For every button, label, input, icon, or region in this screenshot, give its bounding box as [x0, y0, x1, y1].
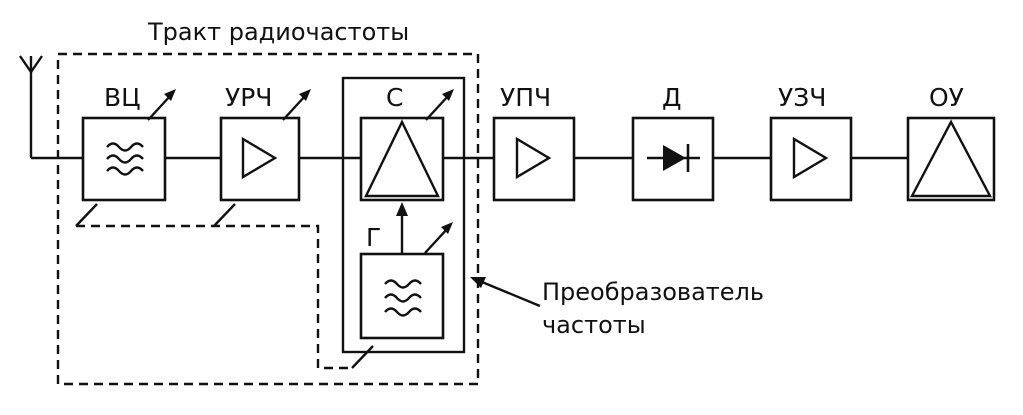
oscillator-wave-icon	[384, 279, 422, 317]
amplifier-icon	[515, 136, 552, 180]
converter-boundary	[341, 76, 466, 354]
converter-label: Преобразователь частоты	[542, 278, 772, 339]
block-urch: УРЧ	[219, 83, 311, 202]
converter-label-line1: Преобразователь	[542, 278, 764, 306]
block-urch-label: УРЧ	[225, 83, 272, 112]
block-output-label: ОУ	[929, 83, 964, 112]
tuning-arrow-icon	[147, 89, 176, 121]
tuning-arrow-icon	[425, 89, 454, 121]
block-mixer-label: С	[386, 83, 403, 112]
tuning-arrow-icon	[424, 222, 453, 254]
filter-icon	[106, 142, 144, 176]
block-uzch: УЗЧ	[769, 83, 853, 202]
block-oscillator-label: Г	[366, 223, 381, 252]
tuning-arrow-icon	[282, 89, 311, 121]
amplifier-icon	[792, 136, 829, 180]
output-device-icon	[910, 119, 992, 198]
amplifier-icon	[241, 136, 278, 180]
block-oscillator: Г	[359, 222, 453, 340]
block-output: ОУ	[906, 83, 996, 202]
block-mixer: С	[359, 83, 454, 202]
antenna-icon	[19, 55, 43, 158]
tuning-ticks	[75, 203, 374, 369]
converter-callout-arrow	[470, 277, 541, 308]
diode-icon	[647, 144, 700, 172]
rf-path-title: Тракт радиочастоты	[147, 18, 409, 46]
block-detector: Д	[631, 83, 715, 202]
block-vc-label: ВЦ	[104, 83, 141, 112]
converter-label-line2: частоты	[542, 311, 646, 339]
block-uzch-label: УЗЧ	[778, 83, 826, 112]
block-upch: УПЧ	[492, 83, 576, 202]
block-detector-label: Д	[662, 83, 682, 112]
block-vc: ВЦ	[81, 83, 176, 202]
ganged-tuning-link	[76, 224, 352, 370]
mixer-icon	[364, 119, 440, 198]
block-upch-label: УПЧ	[500, 83, 551, 112]
rf-path-boundary	[56, 52, 480, 386]
oscillator-to-mixer-arrow	[396, 202, 408, 254]
